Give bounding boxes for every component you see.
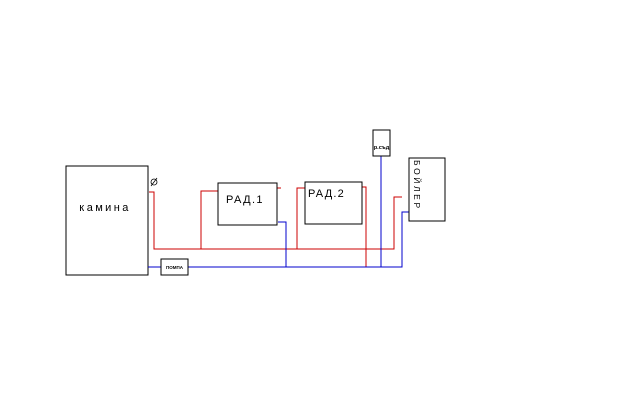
- radiator-2-label: РАД.2: [308, 188, 345, 200]
- supply-pipe-rad2-outlet: [362, 186, 367, 267]
- pump-box: [160, 258, 189, 276]
- supply-pipe-rad1: [200, 190, 218, 249]
- radiator-2-box: [304, 181, 363, 225]
- pump: ПОМПА: [160, 258, 189, 276]
- expansion-vessel-box: [372, 129, 391, 157]
- boiler: БОЙЛЕР: [408, 157, 446, 222]
- fireplace: камина: [65, 165, 161, 276]
- pump-label: ПОМПА: [166, 265, 184, 270]
- supply-pipes: [149, 186, 402, 267]
- boiler-box: [408, 157, 446, 222]
- return-pipe-main: [188, 211, 409, 268]
- expansion-vessel-label: р.съд: [374, 145, 390, 151]
- supply-pipe-main: [149, 191, 402, 250]
- radiator-2: РАД.2: [304, 181, 363, 225]
- fireplace-label: камина: [79, 202, 130, 214]
- radiator-1-box: [217, 182, 278, 226]
- radiator-1: РАД.1: [217, 182, 278, 226]
- valve-icon: [150, 177, 158, 187]
- return-pipes: [188, 156, 409, 268]
- expansion-vessel: р.съд: [372, 129, 391, 157]
- fireplace-box: [65, 165, 149, 276]
- return-pipe-rad1: [278, 221, 287, 267]
- radiator-1-label: РАД.1: [226, 194, 264, 206]
- supply-pipe-rad2: [296, 187, 305, 249]
- boiler-label: БОЙЛЕР: [412, 160, 423, 211]
